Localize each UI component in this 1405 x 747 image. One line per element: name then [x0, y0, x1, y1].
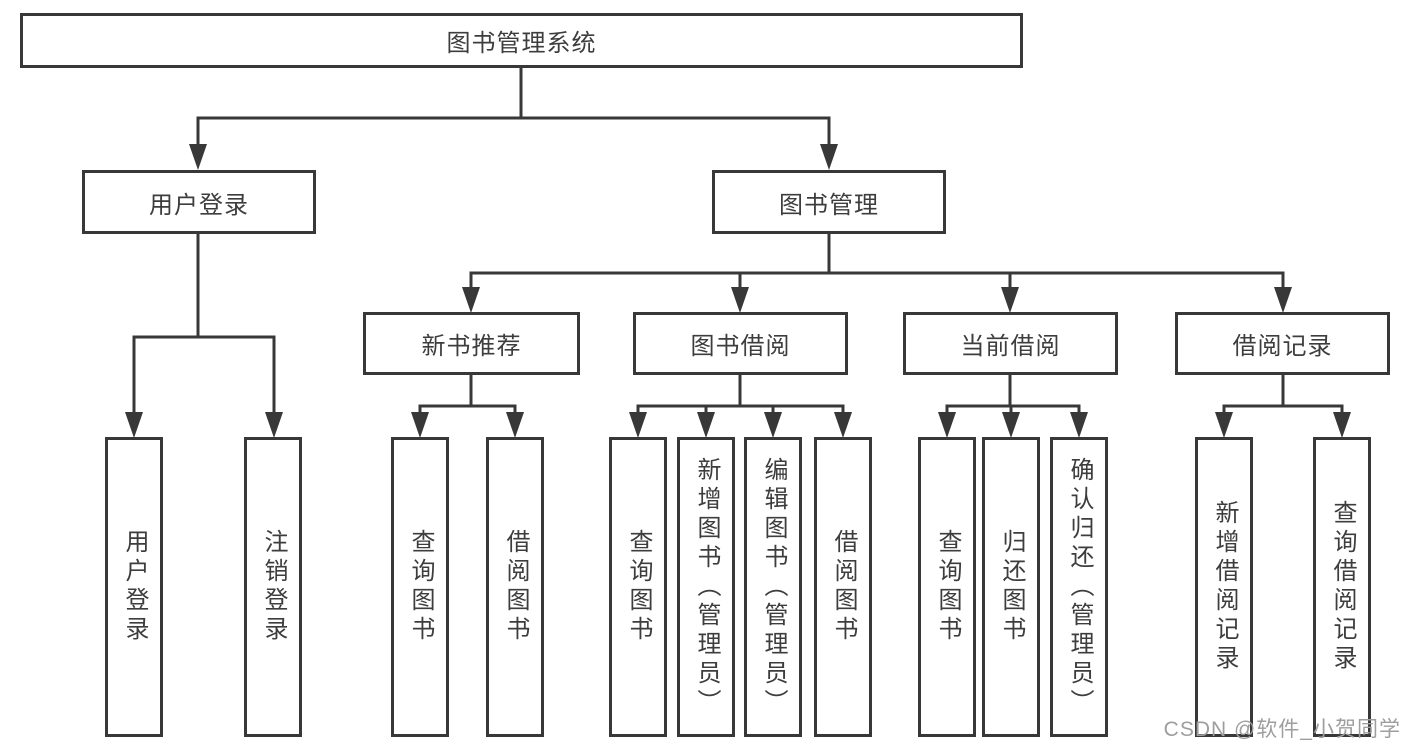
- node-book-management: 图书管理: [712, 170, 946, 234]
- node-book-borrow-label: 图书借阅: [690, 333, 791, 360]
- node-current-borrow: 当前借阅: [903, 312, 1118, 375]
- leaf-edit-book-admin: 编辑图书（管理员）: [744, 437, 802, 737]
- node-book-borrow: 图书借阅: [633, 312, 848, 375]
- leaf-logout: 注销登录: [244, 437, 302, 737]
- leaf-confirm-return-admin: 确认归还（管理员）: [1050, 437, 1108, 737]
- leaf-add-book-admin-label: 新增图书（管理员）: [693, 456, 720, 718]
- leaf-recommend-query-books-label: 查询图书: [407, 529, 434, 645]
- node-user-login: 用户登录: [82, 170, 316, 234]
- node-user-login-label: 用户登录: [149, 191, 249, 219]
- leaf-add-book-admin: 新增图书（管理员）: [677, 437, 735, 737]
- leaf-current-query-books-label: 查询图书: [934, 529, 961, 645]
- leaf-user-login-label: 用户登录: [121, 529, 148, 645]
- node-current-borrow-label: 当前借阅: [960, 333, 1061, 360]
- watermark-text: CSDN @软件_小贺同学: [1163, 718, 1401, 741]
- leaf-recommend-borrow-books: 借阅图书: [486, 437, 544, 737]
- leaf-return-book-label: 归还图书: [998, 529, 1025, 645]
- connector-current-to-leaves: [938, 373, 1088, 438]
- leaf-return-book: 归还图书: [982, 437, 1040, 737]
- leaf-query-borrow-record: 查询借阅记录: [1313, 437, 1371, 737]
- leaf-query-borrow-record-label: 查询借阅记录: [1329, 500, 1356, 674]
- node-borrow-records: 借阅记录: [1175, 312, 1390, 375]
- connector-user-login-to-leaves: [125, 232, 283, 438]
- node-root-label: 图书管理系统: [446, 30, 597, 57]
- leaf-user-login: 用户登录: [105, 437, 163, 737]
- leaf-borrow-query-books-label: 查询图书: [625, 529, 652, 645]
- leaf-borrow-books: 借阅图书: [814, 437, 872, 737]
- leaf-current-query-books: 查询图书: [918, 437, 976, 737]
- leaf-add-borrow-record-label: 新增借阅记录: [1211, 500, 1238, 674]
- connector-book-management-to-sections: [462, 232, 1292, 313]
- node-book-management-label: 图书管理: [779, 191, 879, 219]
- leaf-borrow-query-books: 查询图书: [609, 437, 667, 737]
- leaf-logout-label: 注销登录: [260, 529, 287, 645]
- leaf-borrow-books-label: 借阅图书: [830, 529, 857, 645]
- connector-recommend-to-leaves: [411, 373, 524, 438]
- leaf-edit-book-admin-label: 编辑图书（管理员）: [760, 456, 787, 718]
- leaf-recommend-query-books: 查询图书: [391, 437, 449, 737]
- node-new-book-recommend-label: 新书推荐: [421, 333, 522, 360]
- connector-records-to-leaves: [1215, 373, 1351, 438]
- node-borrow-records-label: 借阅记录: [1232, 333, 1333, 360]
- leaf-add-borrow-record: 新增借阅记录: [1195, 437, 1253, 737]
- connector-root-to-level2: [189, 66, 838, 170]
- node-new-book-recommend: 新书推荐: [363, 312, 580, 375]
- node-root: 图书管理系统: [20, 13, 1023, 68]
- leaf-confirm-return-admin-label: 确认归还（管理员）: [1066, 456, 1093, 718]
- leaf-recommend-borrow-books-label: 借阅图书: [502, 529, 529, 645]
- connector-borrow-to-leaves: [629, 373, 852, 438]
